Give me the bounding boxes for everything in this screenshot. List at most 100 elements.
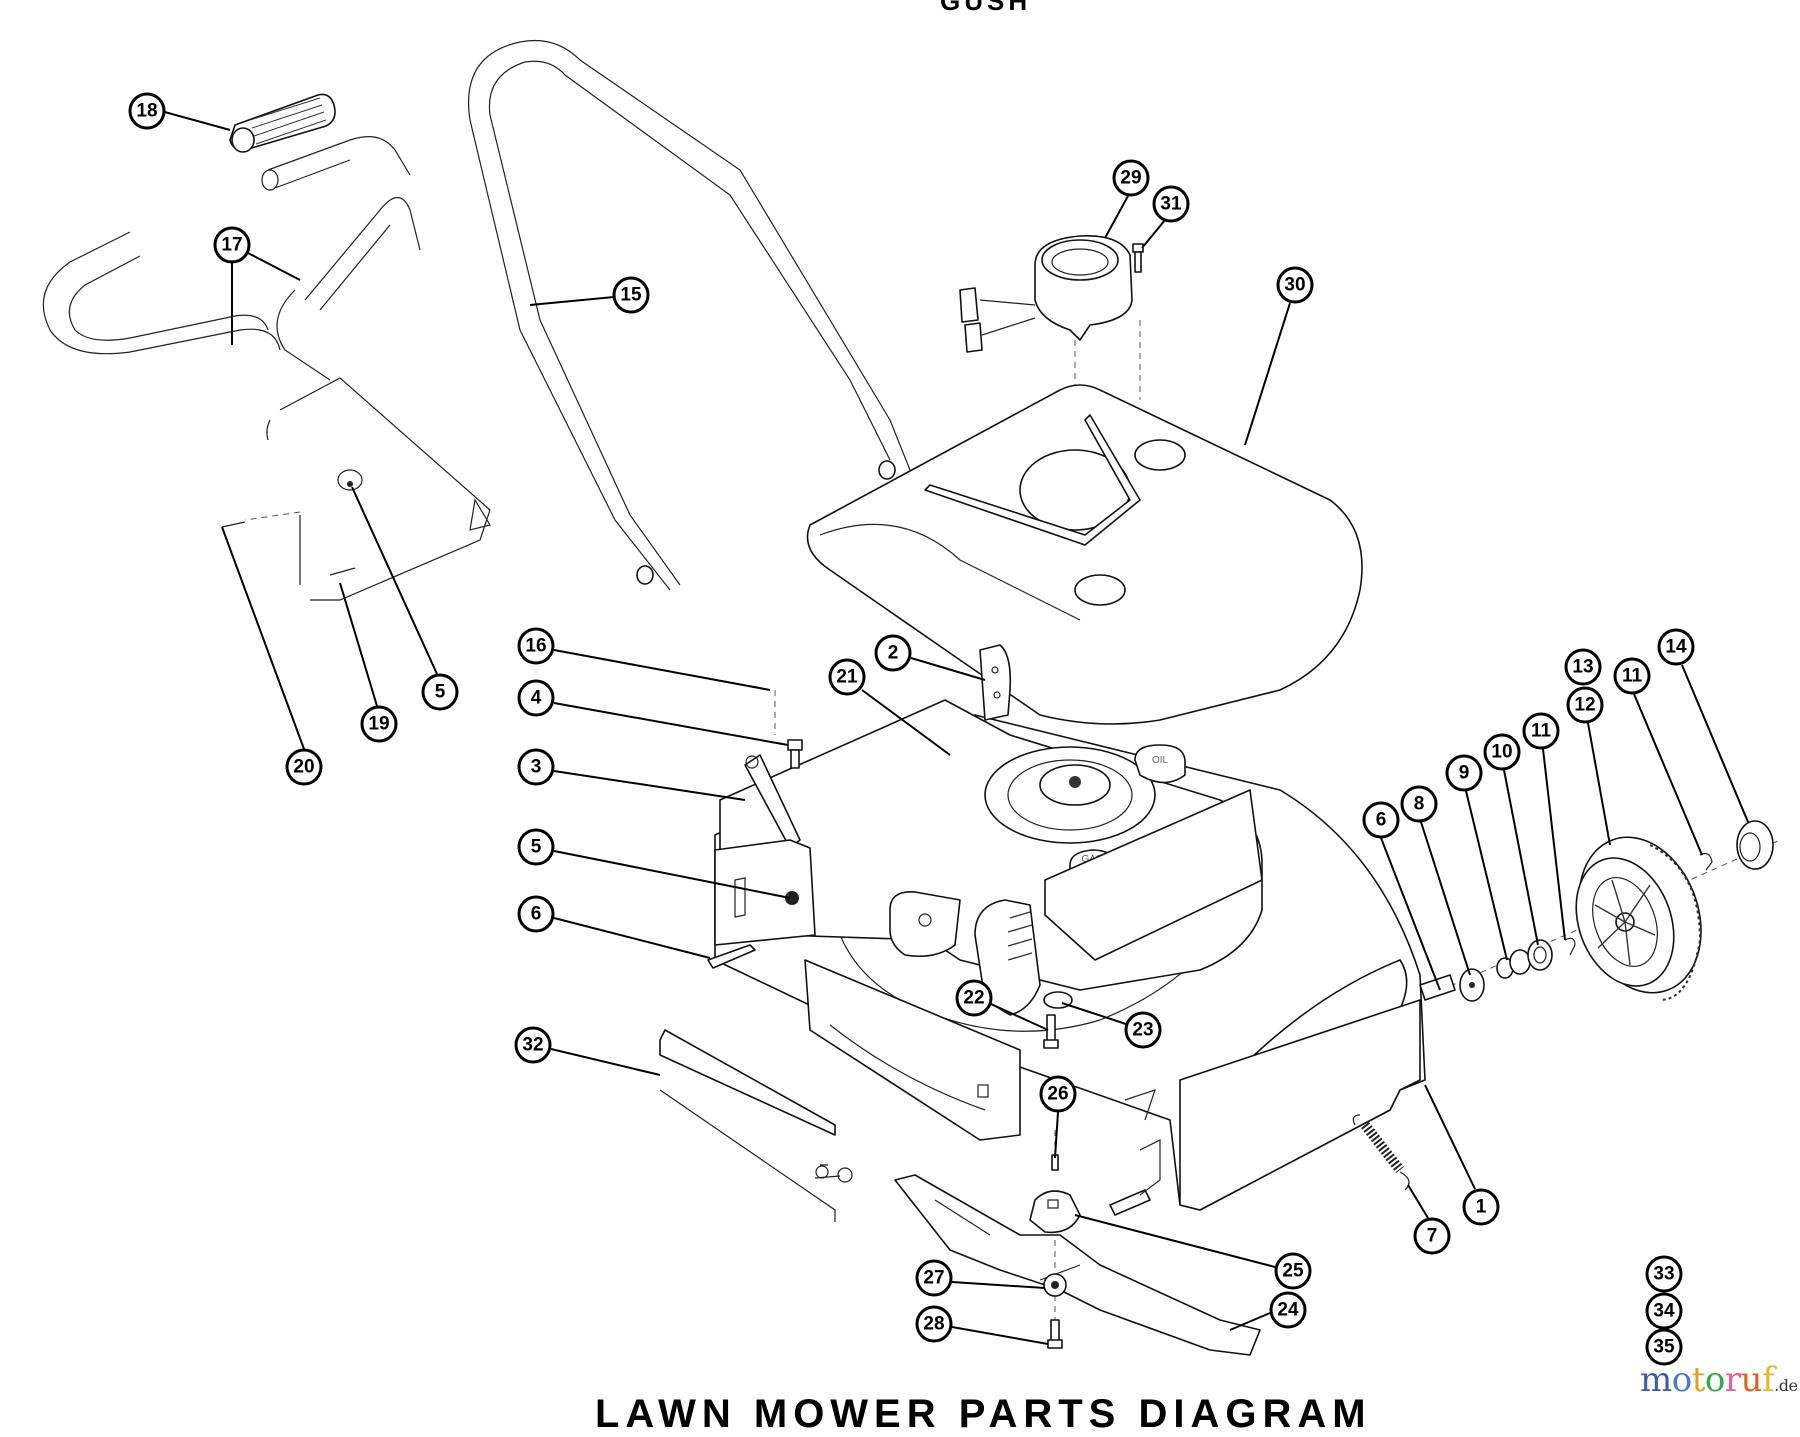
callout-5-handle[interactable]: 5 bbox=[421, 673, 459, 711]
svg-text:25: 25 bbox=[1282, 1261, 1304, 1282]
callout-18[interactable]: 18 bbox=[128, 92, 166, 130]
callout-23[interactable]: 23 bbox=[1124, 1011, 1162, 1049]
callout-31[interactable]: 31 bbox=[1152, 185, 1190, 223]
watermark-tld: .de bbox=[1774, 1376, 1798, 1395]
svg-text:4: 4 bbox=[531, 688, 542, 709]
callout-30[interactable]: 30 bbox=[1276, 266, 1314, 304]
watermark-letter: r bbox=[1724, 1360, 1741, 1400]
svg-text:26: 26 bbox=[1047, 1084, 1068, 1105]
callout-11-inner[interactable]: 11 bbox=[1522, 712, 1560, 750]
svg-text:10: 10 bbox=[1491, 742, 1512, 763]
svg-text:16: 16 bbox=[525, 636, 546, 657]
callout-5-deck[interactable]: 5 bbox=[517, 828, 555, 866]
diagram-top-title: GUSH bbox=[940, 0, 1032, 16]
svg-text:30: 30 bbox=[1284, 275, 1305, 296]
svg-text:32: 32 bbox=[522, 1035, 543, 1056]
callout-35[interactable]: 35 bbox=[1645, 1328, 1683, 1366]
spring bbox=[1352, 1114, 1410, 1191]
wheel-assembly bbox=[1419, 820, 1781, 1002]
diagram-drawing: OIL GAS bbox=[42, 39, 1781, 1366]
svg-text:31: 31 bbox=[1160, 194, 1182, 215]
engine: OIL GAS bbox=[719, 699, 1263, 1016]
callout-20[interactable]: 20 bbox=[285, 748, 323, 786]
svg-text:34: 34 bbox=[1653, 1301, 1675, 1322]
callout-34[interactable]: 34 bbox=[1645, 1292, 1683, 1330]
svg-text:21: 21 bbox=[836, 667, 858, 688]
callout-14[interactable]: 14 bbox=[1657, 628, 1695, 666]
bolt-and-washer bbox=[774, 690, 803, 769]
callout-32[interactable]: 32 bbox=[514, 1026, 552, 1064]
callout-26[interactable]: 26 bbox=[1039, 1075, 1077, 1113]
svg-text:3: 3 bbox=[531, 757, 542, 778]
screw bbox=[1132, 243, 1144, 273]
leader-lines bbox=[160, 110, 1749, 1345]
svg-text:27: 27 bbox=[923, 1268, 944, 1289]
engine-shroud bbox=[806, 384, 1363, 725]
callout-6-front[interactable]: 6 bbox=[517, 895, 555, 933]
svg-text:5: 5 bbox=[531, 837, 542, 858]
svg-text:2: 2 bbox=[888, 643, 899, 664]
watermark-letter: o bbox=[1671, 1360, 1692, 1400]
callout-16[interactable]: 16 bbox=[517, 627, 555, 665]
svg-text:6: 6 bbox=[531, 904, 542, 925]
callout-19[interactable]: 19 bbox=[360, 705, 398, 743]
upper-handle bbox=[42, 196, 491, 601]
svg-text:9: 9 bbox=[1459, 763, 1470, 784]
rear-deflector bbox=[659, 959, 1021, 1222]
svg-text:6: 6 bbox=[1376, 810, 1387, 831]
callout-15[interactable]: 15 bbox=[612, 276, 650, 314]
svg-text:11: 11 bbox=[1531, 721, 1552, 742]
callout-28[interactable]: 28 bbox=[915, 1305, 953, 1343]
watermark-letter: o bbox=[1704, 1360, 1725, 1400]
callout-6-rear[interactable]: 6 bbox=[1362, 801, 1400, 839]
svg-text:35: 35 bbox=[1653, 1337, 1675, 1358]
callout-9[interactable]: 9 bbox=[1445, 754, 1483, 792]
callout-24[interactable]: 24 bbox=[1269, 1291, 1307, 1329]
svg-text:28: 28 bbox=[923, 1314, 944, 1335]
svg-text:8: 8 bbox=[1414, 794, 1425, 815]
callout-29[interactable]: 29 bbox=[1112, 159, 1150, 197]
grip bbox=[229, 93, 411, 191]
svg-text:11: 11 bbox=[1622, 666, 1643, 687]
watermark-letter: u bbox=[1740, 1360, 1763, 1400]
svg-text:13: 13 bbox=[1572, 657, 1593, 678]
callout-11-outer[interactable]: 11 bbox=[1613, 657, 1651, 695]
callout-10[interactable]: 10 bbox=[1483, 733, 1521, 771]
svg-text:24: 24 bbox=[1277, 1300, 1299, 1321]
callout-2[interactable]: 2 bbox=[874, 634, 912, 672]
svg-text:14: 14 bbox=[1665, 637, 1687, 658]
callout-22[interactable]: 22 bbox=[955, 979, 993, 1017]
motoruf-watermark: motoruf.de bbox=[1640, 1360, 1798, 1400]
svg-text:19: 19 bbox=[368, 714, 389, 735]
watermark-letter: t bbox=[1691, 1360, 1706, 1400]
callout-8[interactable]: 8 bbox=[1400, 785, 1438, 823]
svg-text:18: 18 bbox=[136, 101, 157, 122]
svg-text:1: 1 bbox=[1476, 1197, 1487, 1218]
diagram-bottom-title: LAWN MOWER PARTS DIAGRAM bbox=[595, 1392, 1372, 1436]
recoil-starter bbox=[959, 235, 1141, 480]
svg-text:7: 7 bbox=[1427, 1226, 1438, 1247]
lower-handle bbox=[468, 39, 911, 591]
callout-33[interactable]: 33 bbox=[1645, 1255, 1683, 1293]
svg-text:22: 22 bbox=[963, 988, 984, 1009]
svg-text:33: 33 bbox=[1653, 1264, 1674, 1285]
svg-text:20: 20 bbox=[293, 757, 314, 778]
callout-1[interactable]: 1 bbox=[1462, 1188, 1500, 1226]
callout-25[interactable]: 25 bbox=[1274, 1252, 1312, 1290]
svg-text:29: 29 bbox=[1120, 168, 1141, 189]
callout-27[interactable]: 27 bbox=[915, 1259, 953, 1297]
parts-diagram: GUSH bbox=[42, 0, 1798, 1436]
watermark-letter: m bbox=[1640, 1360, 1672, 1400]
callout-21[interactable]: 21 bbox=[828, 658, 866, 696]
svg-text:5: 5 bbox=[435, 682, 446, 703]
callout-3[interactable]: 3 bbox=[517, 748, 555, 786]
callout-13[interactable]: 13 bbox=[1564, 648, 1602, 686]
callout-7[interactable]: 7 bbox=[1413, 1217, 1451, 1255]
callout-4[interactable]: 4 bbox=[517, 679, 555, 717]
svg-text:15: 15 bbox=[620, 285, 642, 306]
blade-assembly bbox=[894, 1130, 1261, 1356]
callout-17[interactable]: 17 bbox=[213, 226, 251, 264]
callout-12[interactable]: 12 bbox=[1566, 686, 1604, 724]
oil-cap-label: OIL bbox=[1152, 755, 1169, 766]
svg-text:12: 12 bbox=[1574, 695, 1595, 716]
